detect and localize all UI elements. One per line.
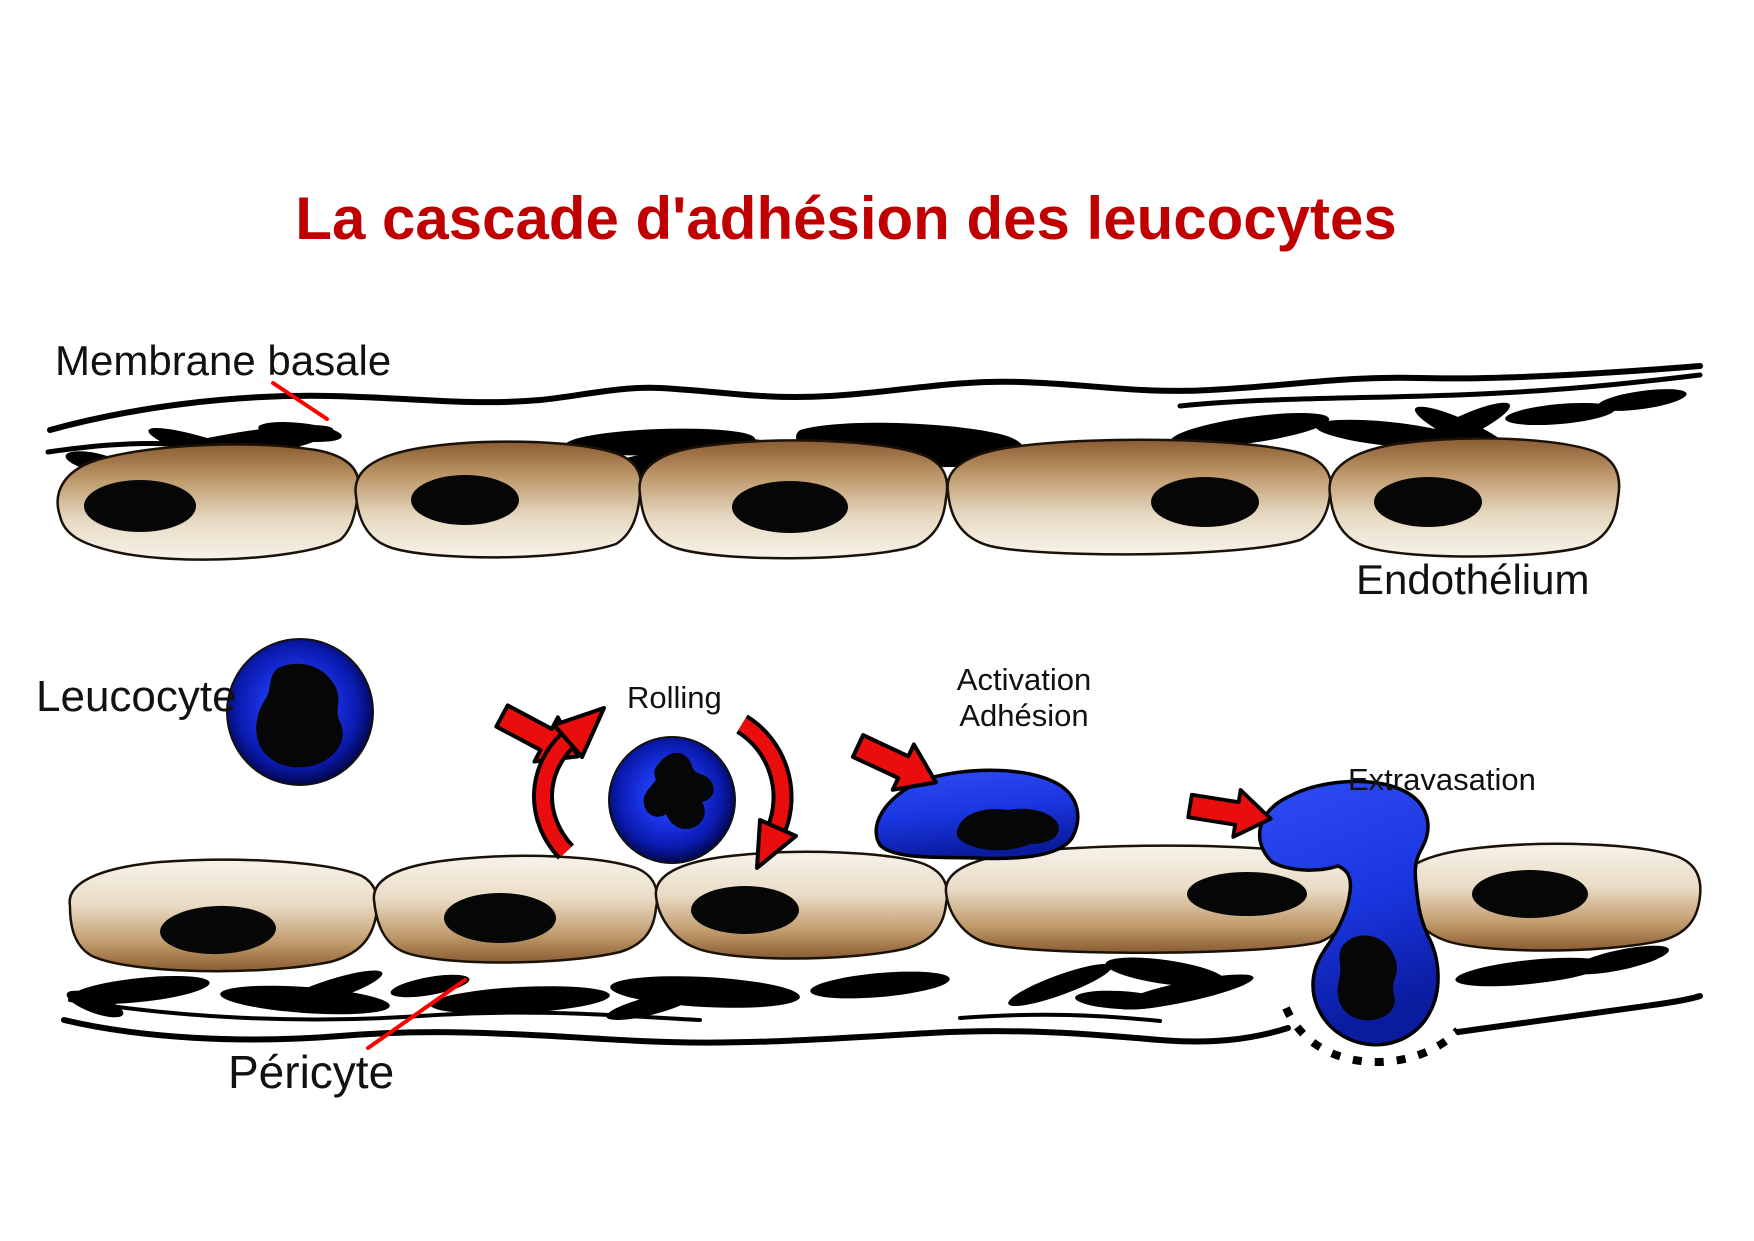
pericyte-fiber [430,986,610,1014]
cell-nucleus [691,886,799,934]
membrane-line [45,440,175,455]
pericyte-fiber [1571,945,1669,975]
top-endothelium-row [56,437,1621,561]
membrane-line [47,363,1703,433]
membrane-fiber [258,422,342,442]
bottom-membrane-layer [61,945,1703,1046]
membrane-line [61,1017,1291,1046]
pericyte-fiber [810,971,950,999]
extravasation-cell [1257,779,1440,1047]
pericyte-fiber [1105,957,1225,987]
membrane-line [1177,372,1703,409]
page-title: La cascade d'adhésion des leucocytes [295,185,1397,252]
label-adhesion: Adhésion [959,697,1089,733]
membrane-fiber [1505,402,1615,426]
cell-nucleus [84,480,196,532]
label-membrane-basale: Membrane basale [55,337,392,384]
cell-nucleus [1337,935,1397,1021]
label-leucocyte: Leucocyte [36,672,237,721]
pericyte-fiber [1075,990,1165,1010]
endothelial-cell [638,439,949,560]
pericyte-fiber [70,976,210,1004]
pericyte-fiber [606,992,694,1020]
membrane-fiber [1597,389,1687,411]
endothelial-cell [372,854,659,964]
endothelial-cell [946,438,1333,556]
cell-nucleus [1187,872,1307,916]
cell-nucleus [256,663,343,768]
label-pericyte: Péricyte [228,1046,395,1098]
membrane-line [1455,993,1703,1035]
label-activation: Activation [956,662,1092,697]
pericyte-fiber [66,990,124,1018]
label-rolling: Rolling [627,680,722,715]
extravasation-dotted-membrane [1282,1006,1461,1067]
cell-body [946,438,1333,556]
cell-nucleus [444,893,556,943]
pericyte-fiber [277,970,383,1010]
cell-nucleus [732,481,848,533]
pericyte-fiber [1455,957,1605,987]
cell-nucleus [1374,477,1482,527]
membrane-line [958,1012,1162,1023]
endothelial-cell [56,443,360,561]
membrane-basale-pointer-line [271,381,329,421]
rolling-cell [608,736,736,864]
pericyte-fiber [390,974,470,998]
pericyte-pointer-line [366,978,467,1050]
lower-endothelium-row [68,842,1702,973]
rolling-rotation-arrow-left-icon [532,706,606,860]
endothelial-cell [1398,842,1702,952]
endothelial-cell [354,440,643,559]
endothelial-cell [654,850,949,960]
rolling-rotation-arrow-right-icon [735,714,798,870]
label-activation-adhesion: Activation Adhésion [957,662,1091,733]
cell-nucleus [1472,870,1588,918]
cell-nucleus [643,752,714,830]
membrane-fiber [1170,412,1330,448]
endothelial-cell [1328,437,1621,558]
label-extravasation: Extravasation [1348,762,1536,797]
cell-nucleus [160,905,276,955]
leucocyte-cell [226,638,374,786]
endothelial-cell [68,858,379,973]
label-endothelium: Endothélium [1356,556,1590,603]
cell-nucleus [956,808,1059,851]
adhesion-cell [874,768,1080,861]
cell-nucleus [411,475,519,525]
pericyte-fiber [1008,963,1112,1007]
cell-nucleus [1151,477,1259,527]
